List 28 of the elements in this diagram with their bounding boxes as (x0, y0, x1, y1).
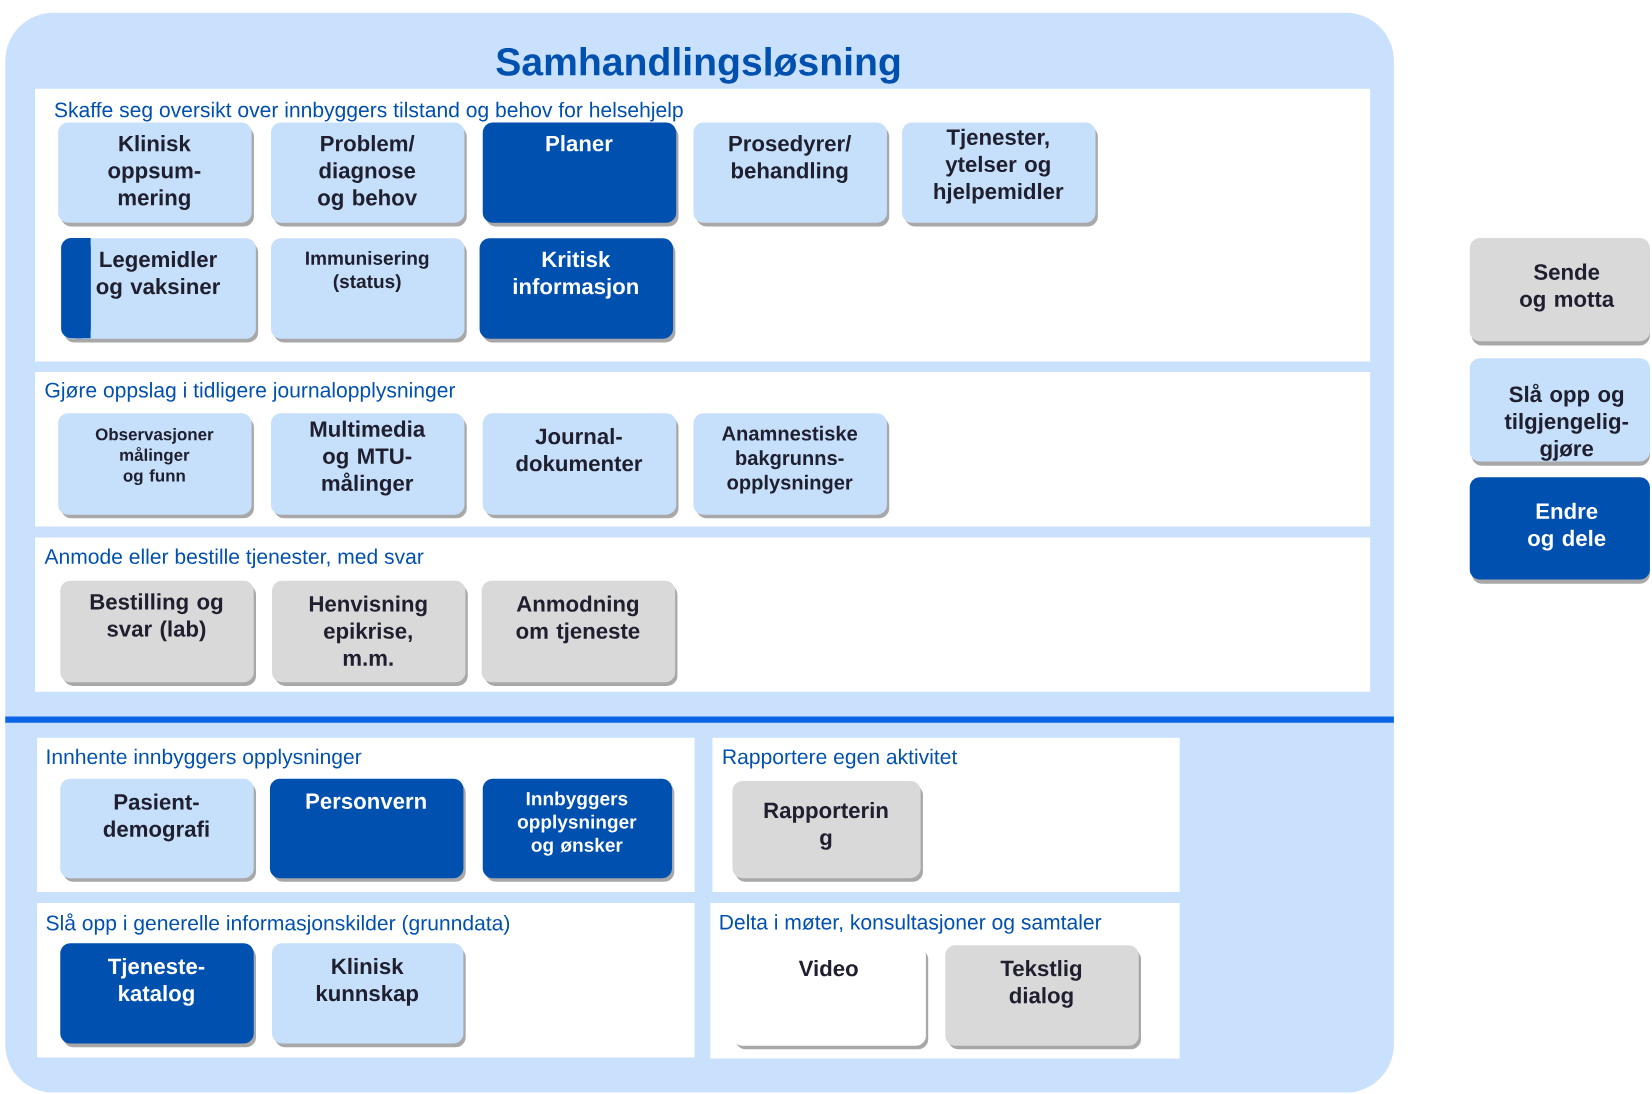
category-box: Observasjoner målinger og funn (58, 413, 254, 519)
title: Samhandlingsløsning (496, 47, 900, 84)
category-box: Planer (482, 122, 679, 227)
category-box: Klinisk kunnskap (272, 943, 466, 1048)
node-label: Video (798, 960, 858, 977)
category-box: Bestilling og svar (lab) (60, 580, 257, 687)
category-box: Journal- dokumenter (482, 413, 679, 519)
category-box: Pasient- demografi (60, 779, 257, 883)
category-box: Legemidler og vaksiner (61, 238, 259, 343)
category-box: Kritisk informasjon (479, 238, 676, 343)
category-box: Innbyggers opplysninger og ønsker (482, 779, 675, 883)
category-box: Problem/ diagnose og behov (271, 122, 467, 227)
legend-box: Endre og dele (1469, 477, 1650, 584)
category-box: Personvern (269, 779, 466, 883)
category-box: Anmodning om tjeneste (481, 580, 678, 687)
category-box: Prosedyrer/ behandling (693, 122, 890, 227)
category-box: Tjenester, ytelser og hjelpemidler (902, 122, 1098, 227)
legend-box: Sende og motta (1469, 238, 1650, 346)
category-box: Tjeneste- katalog (60, 943, 257, 1048)
category-box: Multimedia og MTU- målinger (271, 413, 467, 519)
category-box: Rapporterin g (732, 781, 923, 883)
category-box: Klinisk oppsum- mering (58, 122, 254, 227)
category-box: Immunisering (status) (271, 238, 467, 343)
category-box: Henvisning epikrise, m.m. (272, 580, 468, 687)
legend-box: Slå opp og tilgjengelig- gjøre (1469, 358, 1650, 466)
category-box: Video (732, 945, 929, 1050)
category-box: Tekstlig dialog (945, 945, 1142, 1050)
category-box: Anamnestiske bakgrunns- opplysninger (693, 413, 890, 519)
